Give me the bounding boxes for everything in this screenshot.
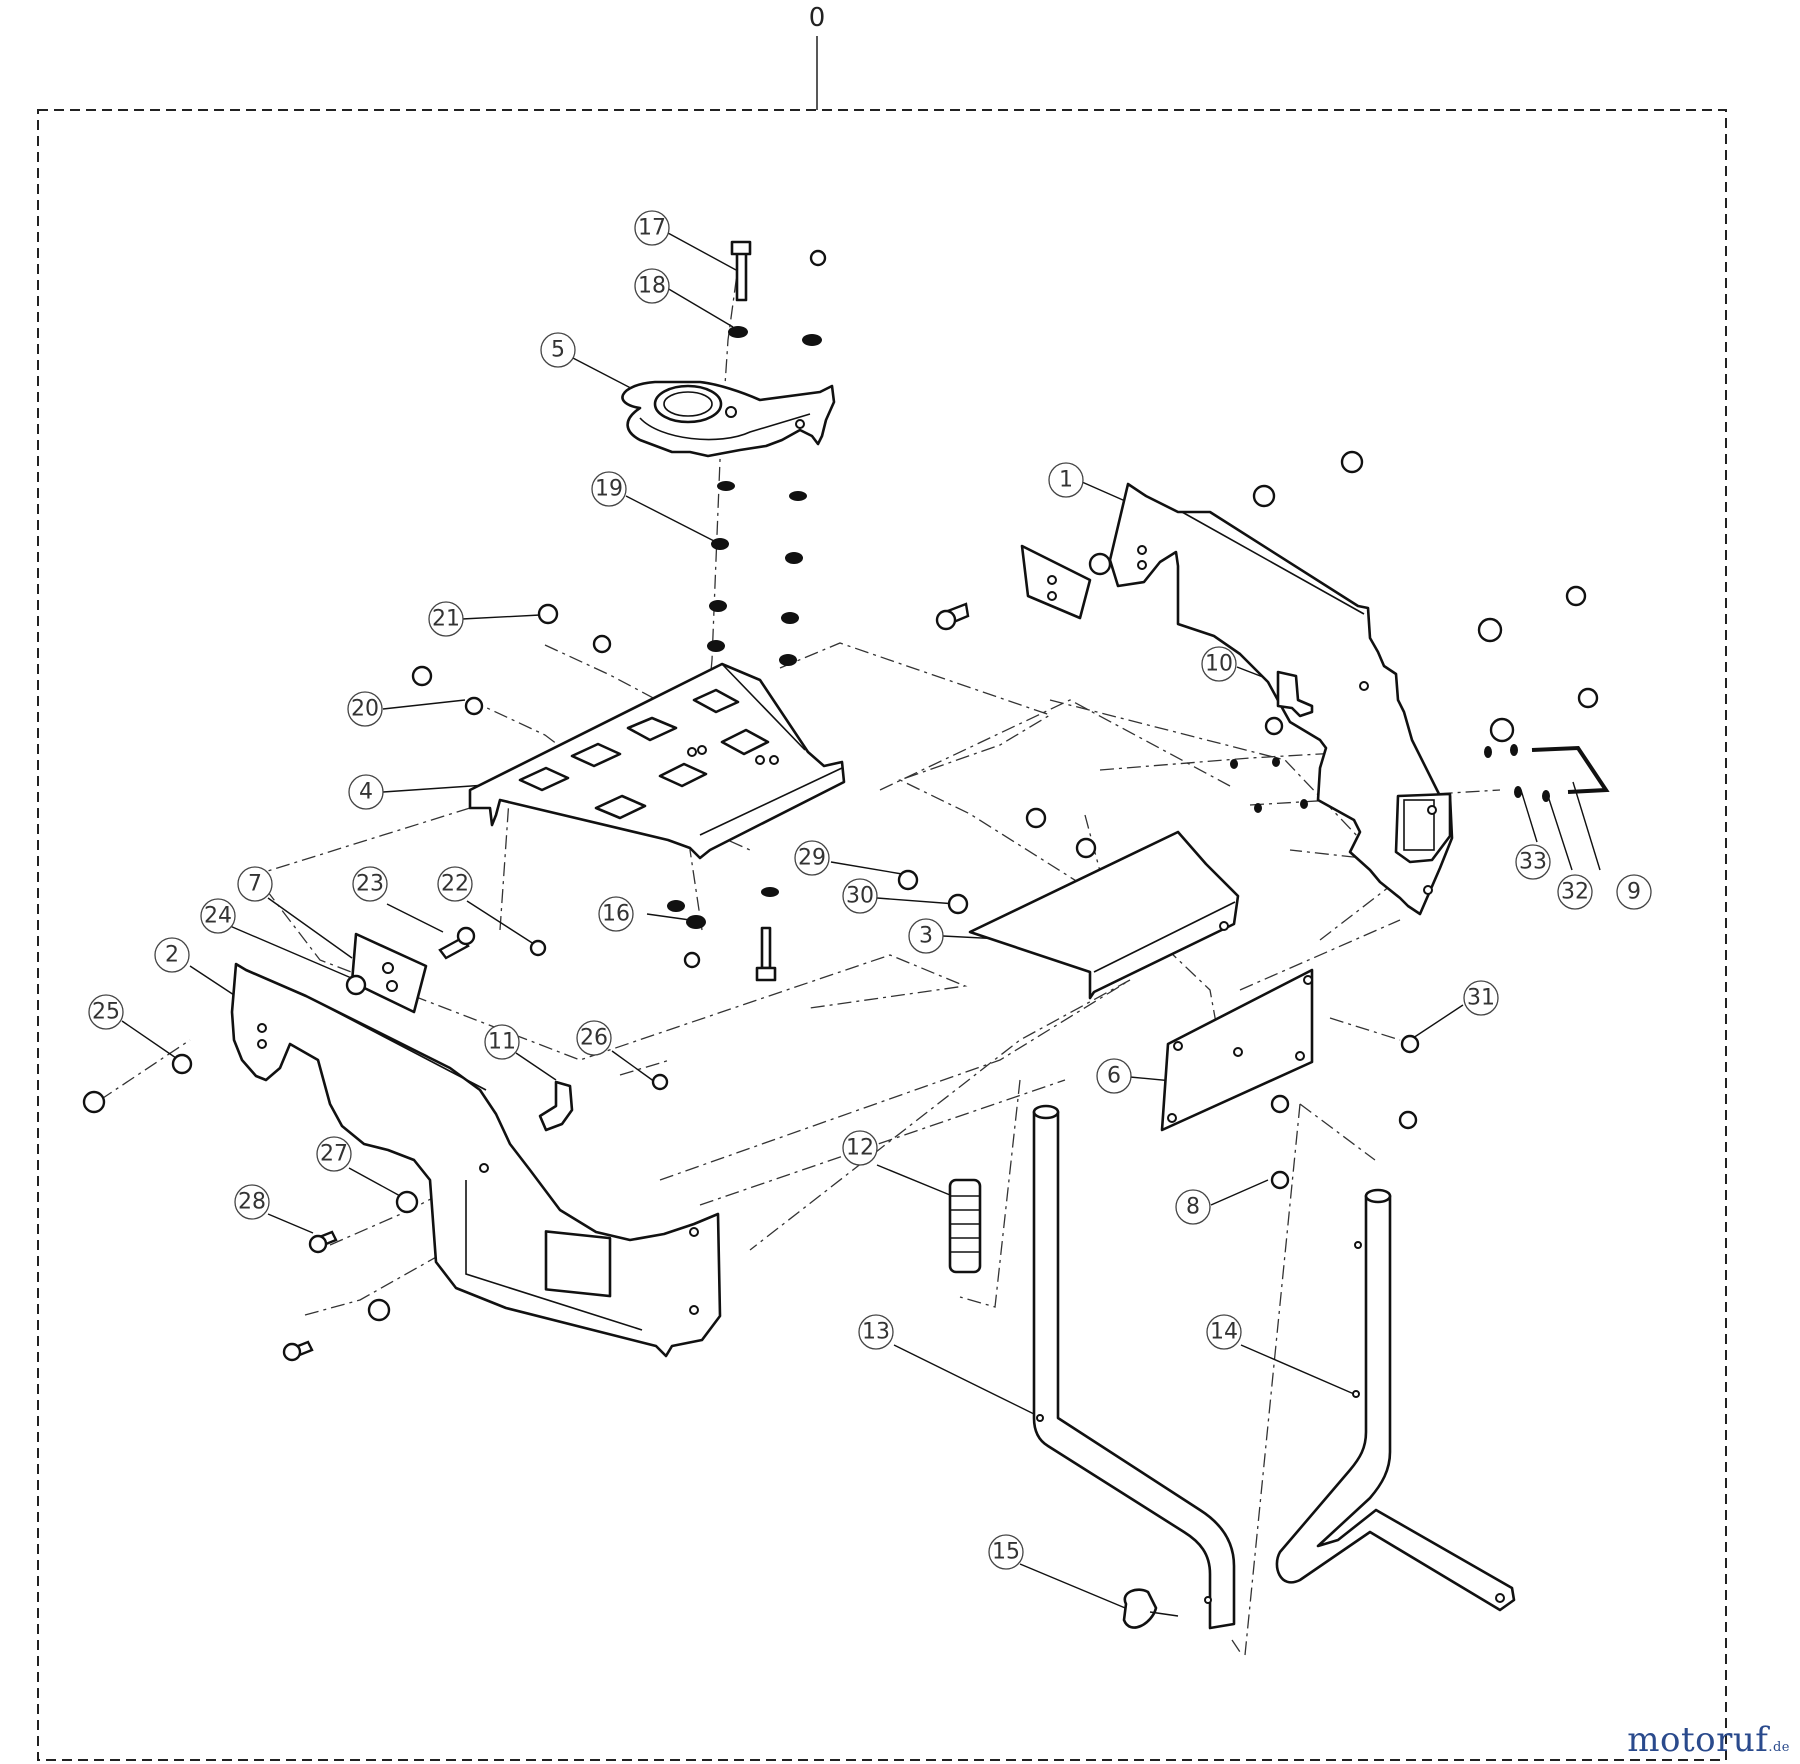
callout-4: 4 <box>348 774 384 810</box>
part-7-plate <box>350 932 428 1014</box>
callout-33: 33 <box>1515 844 1551 880</box>
svg-text:33: 33 <box>1519 850 1547 875</box>
callout-3: 3 <box>908 918 944 954</box>
callout-5: 5 <box>540 332 576 368</box>
svg-text:21: 21 <box>432 607 460 632</box>
svg-text:14: 14 <box>1210 1320 1238 1345</box>
part-4-platform <box>468 662 846 860</box>
svg-text:22: 22 <box>441 872 469 897</box>
svg-text:15: 15 <box>992 1540 1020 1565</box>
callout-29: 29 <box>794 840 830 876</box>
svg-text:26: 26 <box>580 1026 608 1051</box>
svg-text:7: 7 <box>248 872 262 897</box>
callout-32: 32 <box>1557 874 1593 910</box>
callout-1: 1 <box>1048 462 1084 498</box>
part-2-left-bracket <box>230 962 722 1358</box>
callout-13: 13 <box>858 1314 894 1350</box>
svg-text:18: 18 <box>638 274 666 299</box>
callout-18: 18 <box>634 268 670 304</box>
callout-6: 6 <box>1096 1058 1132 1094</box>
callout-30: 30 <box>842 878 878 914</box>
callout-17: 17 <box>634 210 670 246</box>
callout-28: 28 <box>234 1184 270 1220</box>
svg-text:2: 2 <box>165 943 179 968</box>
callout-7: 7 <box>237 866 273 902</box>
part-14-tube <box>1275 1188 1516 1612</box>
watermark-suffix: .de <box>1768 1740 1790 1755</box>
callout-14: 14 <box>1206 1314 1242 1350</box>
svg-text:13: 13 <box>862 1320 890 1345</box>
svg-text:12: 12 <box>846 1136 874 1161</box>
callout-27: 27 <box>316 1136 352 1172</box>
callout-9: 9 <box>1616 874 1652 910</box>
svg-text:17: 17 <box>638 216 666 241</box>
assembly-number: 0 <box>809 3 826 33</box>
svg-text:16: 16 <box>602 902 630 927</box>
svg-text:9: 9 <box>1627 880 1641 905</box>
part-15-clip <box>1122 1588 1179 1629</box>
callout-25: 25 <box>88 994 124 1030</box>
svg-text:32: 32 <box>1561 880 1589 905</box>
part-9-ubolt <box>1531 745 1610 794</box>
callout-10: 10 <box>1201 646 1237 682</box>
svg-text:5: 5 <box>551 338 565 363</box>
svg-text:28: 28 <box>238 1190 266 1215</box>
callout-8: 8 <box>1175 1189 1211 1225</box>
svg-text:20: 20 <box>351 697 379 722</box>
callout-22: 22 <box>437 866 473 902</box>
callout-16: 16 <box>598 896 634 932</box>
svg-text:25: 25 <box>92 1000 120 1025</box>
watermark-logo: motoruf.de <box>1627 1720 1790 1760</box>
svg-text:3: 3 <box>919 924 933 949</box>
svg-text:19: 19 <box>595 477 623 502</box>
part-10-clip <box>1276 670 1314 718</box>
watermark-text: motoruf <box>1627 1720 1769 1760</box>
svg-text:23: 23 <box>356 872 384 897</box>
callout-12: 12 <box>842 1130 878 1166</box>
callout-21: 21 <box>428 601 464 637</box>
part-13-tube <box>1032 1104 1236 1630</box>
svg-text:8: 8 <box>1186 1195 1200 1220</box>
part-11-clip <box>538 1080 574 1132</box>
svg-text:11: 11 <box>488 1030 516 1055</box>
svg-text:31: 31 <box>1467 986 1495 1011</box>
svg-text:27: 27 <box>320 1142 348 1167</box>
svg-text:10: 10 <box>1205 652 1233 677</box>
svg-text:30: 30 <box>846 884 874 909</box>
svg-text:4: 4 <box>359 780 373 805</box>
part-12-spring <box>948 1178 982 1274</box>
callout-19: 19 <box>591 471 627 507</box>
callout-31: 31 <box>1463 980 1499 1016</box>
svg-text:1: 1 <box>1059 468 1073 493</box>
part-5-pedal-bracket <box>621 380 836 458</box>
callout-26: 26 <box>576 1020 612 1056</box>
callout-23: 23 <box>352 866 388 902</box>
svg-text:24: 24 <box>204 904 232 929</box>
callout-2: 2 <box>154 937 190 973</box>
assembly-boundary <box>37 109 1727 1761</box>
part-16-bolt <box>755 926 777 982</box>
callout-11: 11 <box>484 1024 520 1060</box>
phantom-lines <box>99 251 1501 1656</box>
part-6-mounting-plate <box>1160 968 1314 1132</box>
svg-text:6: 6 <box>1107 1064 1121 1089</box>
part-17-bolt <box>730 240 752 302</box>
fasteners <box>82 249 1599 1362</box>
right-plate <box>1020 544 1092 620</box>
callout-20: 20 <box>347 691 383 727</box>
platform-slots <box>518 688 770 820</box>
callouts: 17 18 5 19 21 20 4 1 10 29 30 3 16 7 23 … <box>88 210 1652 1570</box>
callout-24: 24 <box>200 898 236 934</box>
part-3-cover <box>968 830 1240 1000</box>
callout-15: 15 <box>988 1534 1024 1570</box>
svg-text:29: 29 <box>798 846 826 871</box>
